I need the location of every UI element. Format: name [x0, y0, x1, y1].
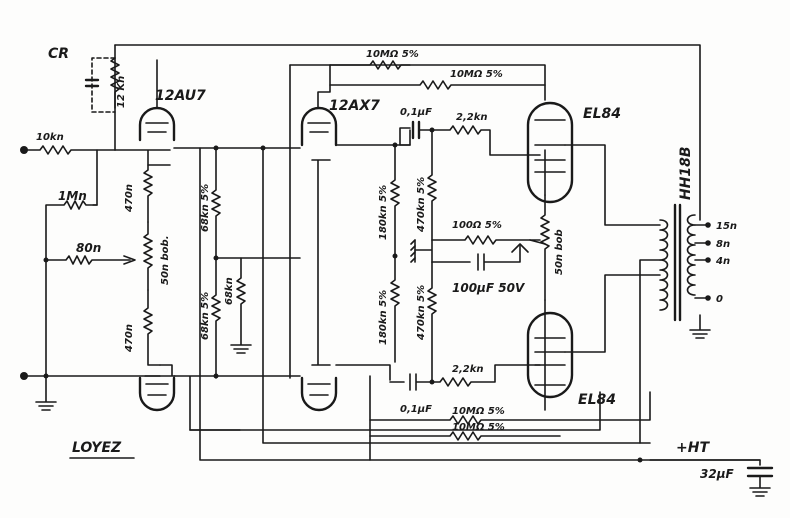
label-r-80: 80n — [76, 241, 101, 255]
tap-0-terminal — [705, 295, 711, 301]
phase-splitter-network — [335, 120, 541, 391]
label-r-470k-bottom: 470kn 5% — [416, 285, 427, 341]
tube-12ax7 — [289, 64, 411, 412]
ground-input — [35, 375, 57, 411]
tube-el84-top — [526, 101, 661, 226]
label-r-68k-grid: 68kn — [224, 277, 235, 305]
resistor-180k-bottom — [390, 255, 400, 363]
label-tap-0: 0 — [716, 294, 723, 305]
resistor-470k-top — [427, 129, 437, 241]
tap-15-terminal — [705, 222, 711, 228]
resistor-68k-grid — [230, 257, 252, 354]
resistor-470-top — [143, 164, 153, 223]
label-tap-15: 15n — [716, 221, 737, 232]
tap-8-terminal — [705, 240, 711, 246]
tube-el84-bottom — [526, 274, 661, 399]
resistor-10m-bottom2 — [369, 431, 561, 441]
label-r-10m-top: 10MΩ 5% — [366, 49, 419, 60]
pot-50-bob — [143, 221, 153, 291]
resistor-10m-bottom1 — [369, 391, 651, 425]
label-r-10m-bottom1: 10MΩ 5% — [452, 406, 505, 417]
power-supply — [637, 457, 774, 497]
label-r-68k-bottom: 68kn 5% — [200, 292, 211, 340]
label-pot-50: 50n bob. — [160, 235, 171, 285]
resistor-180k-top — [390, 144, 400, 257]
capacitor-32uf — [746, 466, 774, 478]
label-transformer: HH18B — [678, 146, 694, 200]
label-tap-8: 8n — [716, 239, 730, 250]
cr-network — [84, 44, 701, 221]
label-brand: LOYEZ — [72, 440, 122, 456]
label-r-22k-bottom: 2,2kn — [452, 364, 483, 375]
label-cap-01-top: 0,1µF — [400, 107, 432, 118]
label-r-10m-bottom2: 10MΩ 5% — [452, 422, 505, 433]
label-r-470-top: 470n — [124, 184, 135, 213]
label-r-470-bottom: 470n — [124, 324, 135, 353]
tube-12au7 — [114, 59, 176, 412]
capacitor-0-1uf-top — [411, 120, 421, 140]
label-tube-el84-bottom: EL84 — [578, 392, 616, 408]
cathode-network — [143, 164, 161, 366]
label-pot-50-out: 50n bob — [554, 229, 565, 275]
label-tube-12ax7: 12AX7 — [329, 98, 380, 114]
label-r-10m-mid: 10MΩ 5% — [450, 69, 503, 80]
label-r-180k-top: 180kn 5% — [378, 185, 389, 240]
input-section — [20, 145, 161, 411]
label-r-68k-top: 68kn 5% — [200, 184, 211, 232]
label-r-10k-in: 10kn — [36, 132, 64, 143]
capacitor-resistor-bottom — [389, 364, 541, 391]
label-tap-4: 4n — [715, 256, 730, 267]
transformer-hh18b — [639, 203, 711, 444]
resistor-1m — [45, 200, 98, 377]
resistor-470-bottom — [143, 289, 161, 366]
label-r-22k-top: 2,2kn — [456, 112, 487, 123]
component-labels: CR 12 Kn 12AU7 12AX7 10kn 1Mn 80n 470n 5… — [36, 46, 737, 481]
resistor-100-5 — [431, 235, 541, 245]
label-cap-01-bottom: 0,1µF — [400, 404, 432, 415]
label-r-470k-top: 470kn 5% — [416, 177, 427, 233]
label-tube-el84-top: EL84 — [583, 106, 621, 122]
cr-capacitor — [84, 78, 100, 88]
pot-50-bob-output — [540, 194, 550, 301]
resistor-470k-bottom — [427, 261, 437, 383]
interstage-12au7-12ax7 — [173, 145, 651, 461]
label-cap-32: 32µF — [700, 467, 735, 481]
label-r-1m: 1Mn — [58, 189, 87, 203]
label-cap-100u: 100µF 50V — [452, 281, 526, 295]
resistor-10m-mid — [329, 80, 546, 90]
resistor-12k — [110, 57, 120, 109]
label-tube-12au7: 12AU7 — [155, 88, 206, 104]
label-r-12k: 12 Kn — [116, 76, 127, 108]
resistor-2-2k-top — [418, 125, 541, 156]
label-r-100: 100Ω 5% — [452, 220, 502, 231]
label-r-180k-bottom: 180kn 5% — [378, 290, 389, 345]
resistor-10k-input — [23, 145, 116, 155]
resistor-10m-top — [329, 60, 546, 101]
label-cr: CR — [48, 46, 69, 62]
tap-4-terminal — [705, 257, 711, 263]
capacitor-100uf — [431, 245, 521, 271]
label-ht: +HT — [676, 440, 710, 456]
resistor-80 — [45, 255, 131, 265]
resistor-68k-coupling — [211, 147, 221, 379]
